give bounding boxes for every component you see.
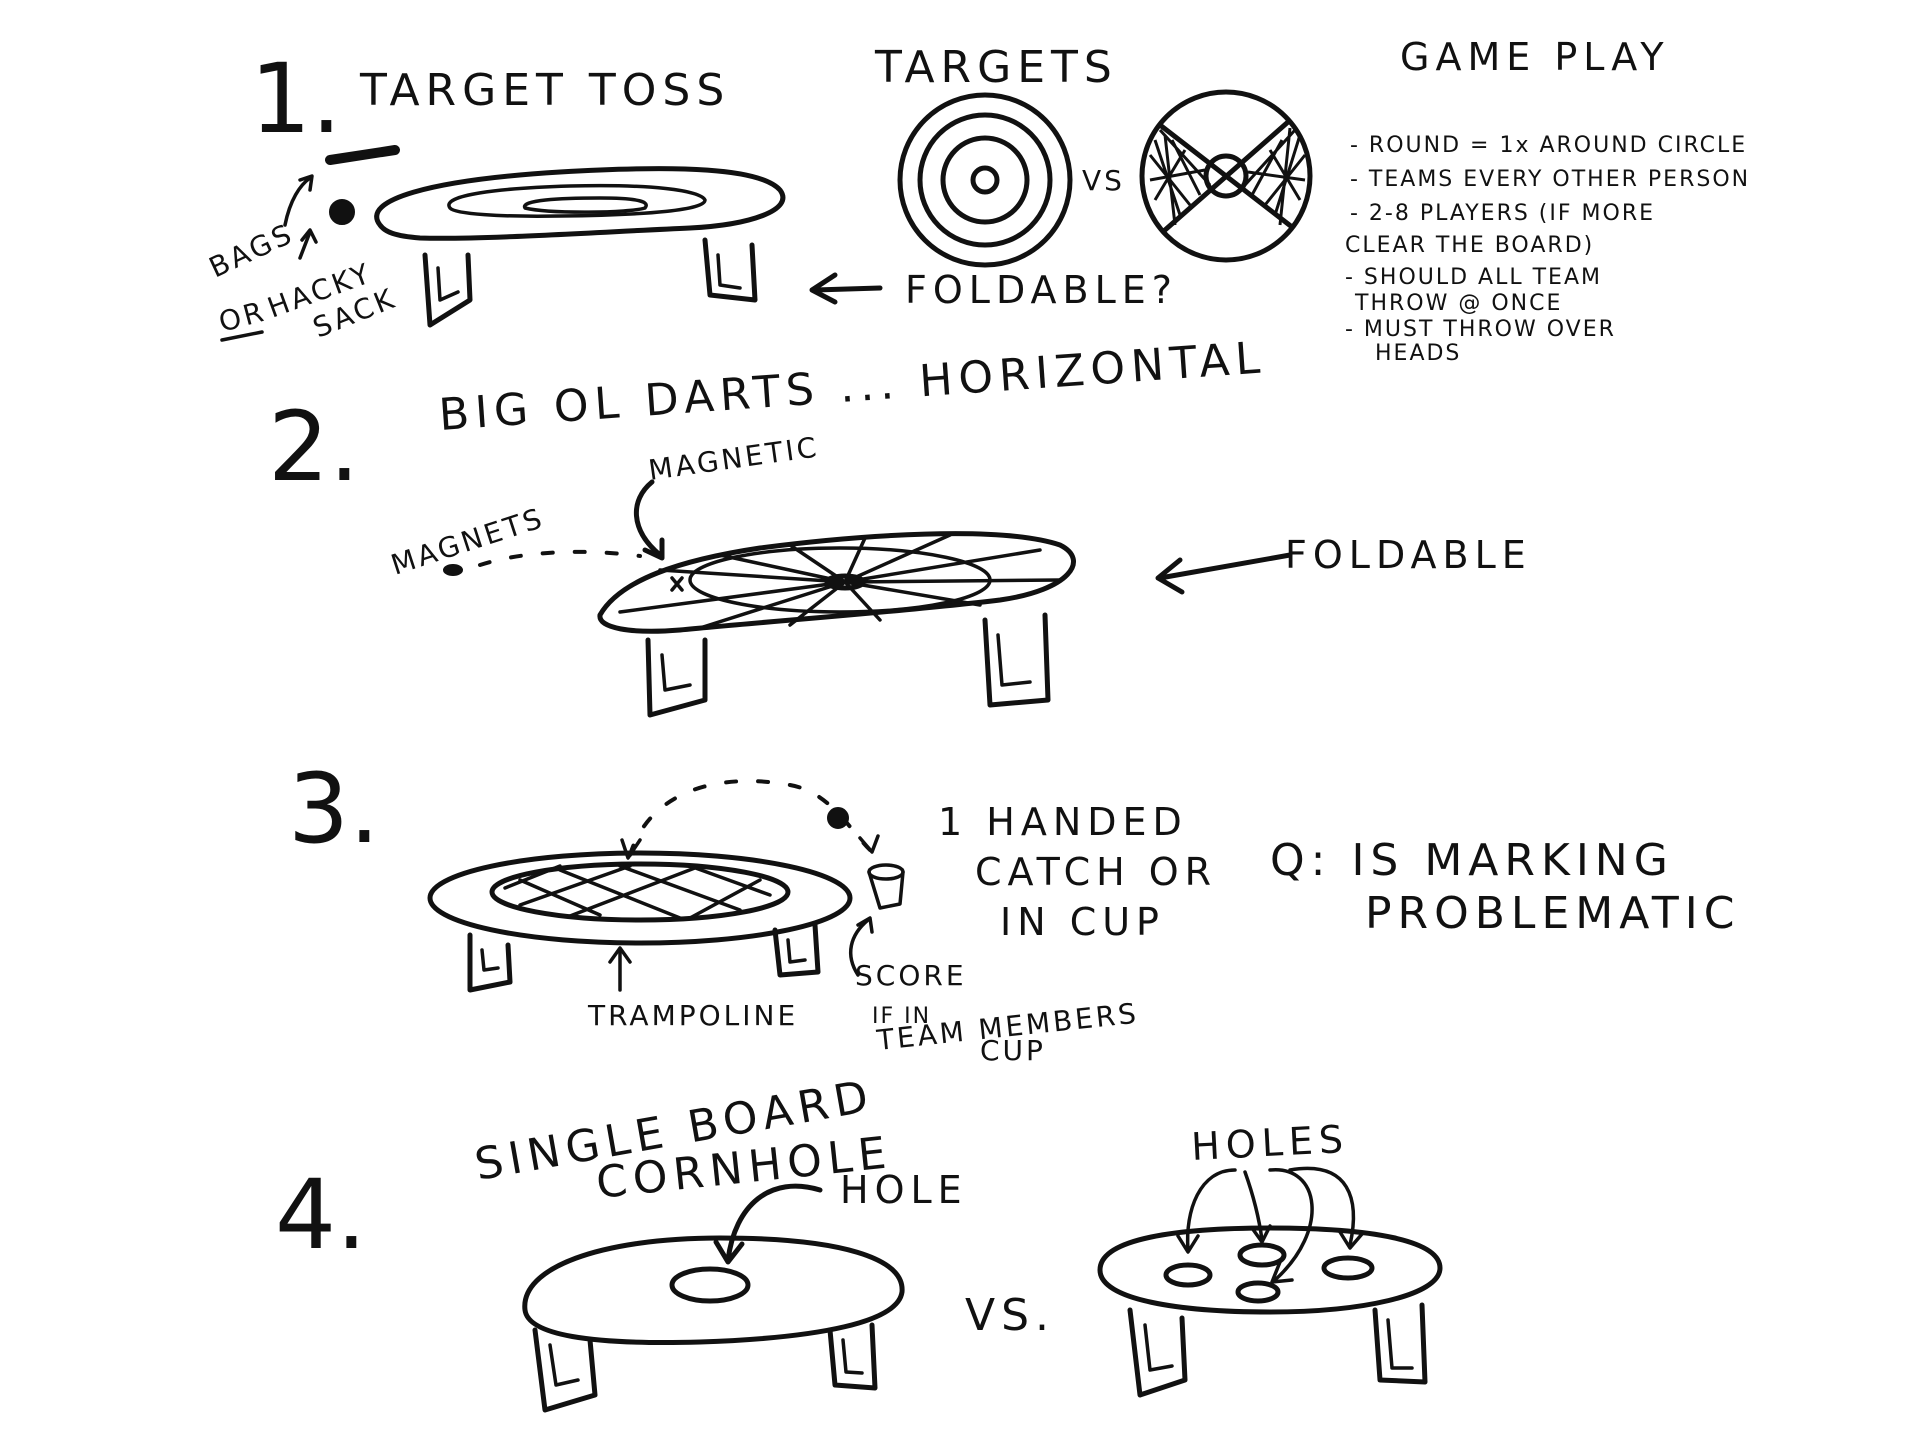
magnetic-label: MAGNETIC <box>646 430 821 487</box>
magnet-dart-icon <box>444 565 462 575</box>
section-2-title: BIG OL DARTS ... HORIZONTAL <box>437 332 1267 441</box>
rule-line: - ROUND = 1x AROUND CIRCLE <box>1350 133 1747 158</box>
game-play-heading: GAME PLAY <box>1400 35 1670 79</box>
trampoline-table <box>430 853 850 990</box>
sector-target-icon <box>1142 92 1310 260</box>
targets-heading: TARGETS <box>874 42 1118 93</box>
bags-label: BAGS <box>204 217 299 285</box>
catch-line-2: CATCH OR <box>975 850 1217 894</box>
targets-vs-label: VS <box>1082 164 1125 197</box>
arrow-icon <box>728 1186 820 1260</box>
hole-label: HOLE <box>840 1168 968 1212</box>
rule-line: - TEAMS EVERY OTHER PERSON <box>1350 167 1750 192</box>
hacky-sack-icon <box>330 200 354 224</box>
catch-line-1: 1 HANDED <box>938 800 1188 844</box>
single-hole-table <box>525 1238 902 1410</box>
throw-path <box>480 552 640 565</box>
section-3-number: 3. <box>288 753 380 865</box>
question-line-1: Q: IS MARKING <box>1270 835 1674 886</box>
rule-line: HEADS <box>1375 341 1461 366</box>
section-1-title: TARGET TOSS <box>359 65 730 116</box>
game-play-rules: - ROUND = 1x AROUND CIRCLE - TEAMS EVERY… <box>1345 133 1750 366</box>
score-line-4: CUP <box>980 1034 1046 1067</box>
arrow-icon <box>285 178 310 225</box>
arrow-icon <box>636 482 660 555</box>
catch-line-3: IN CUP <box>1000 900 1165 944</box>
foldable-label-2: FOLDABLE <box>1285 533 1532 577</box>
rule-line: - SHOULD ALL TEAM <box>1345 265 1602 290</box>
cup-icon <box>869 865 903 908</box>
score-line-1: SCORE <box>855 959 967 992</box>
question-line-2: PROBLEMATIC <box>1365 888 1740 939</box>
foldable-label-1: FOLDABLE? <box>905 268 1178 312</box>
section-1-number: 1. <box>250 43 342 155</box>
rule-line: THROW @ ONCE <box>1354 291 1562 316</box>
rule-line: - MUST THROW OVER <box>1345 317 1616 342</box>
concentric-target-icon <box>900 95 1070 265</box>
rule-line: - 2-8 PLAYERS (IF MORE <box>1350 201 1655 226</box>
magnets-label: MAGNETS <box>387 501 548 582</box>
section-4-number: 4. <box>275 1159 367 1271</box>
holes-label: HOLES <box>1190 1117 1350 1169</box>
rule-line: CLEAR THE BOARD) <box>1345 233 1594 258</box>
trampoline-label: TRAMPOLINE <box>587 999 798 1032</box>
target-toss-table <box>377 169 783 325</box>
section-2-number: 2. <box>268 391 360 503</box>
cornhole-vs-label: VS. <box>965 1290 1055 1341</box>
multi-hole-table <box>1100 1228 1440 1395</box>
arrow-icon <box>815 288 880 290</box>
dartboard-table <box>600 534 1074 715</box>
